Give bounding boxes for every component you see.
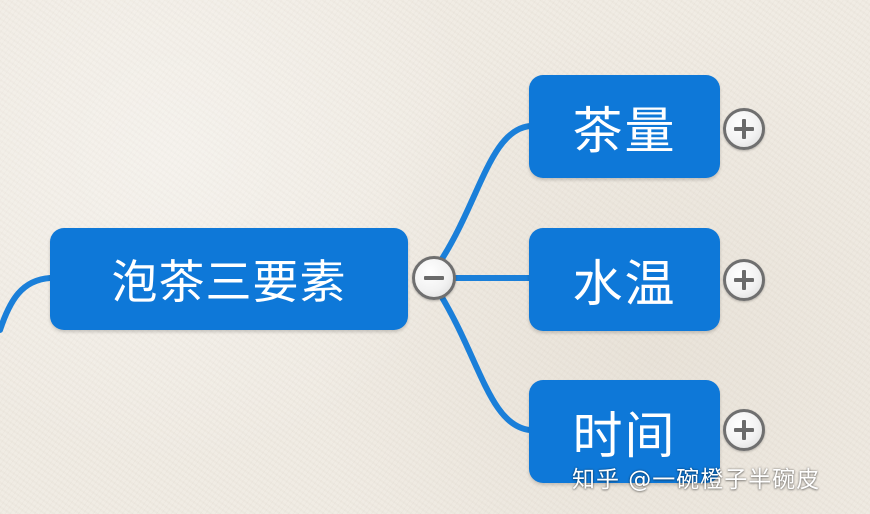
child-topic-label: 时间 [572,406,677,465]
plus-icon-vertical [742,420,746,440]
connector-central-to-child-1 [437,123,533,265]
central-topic-label: 泡茶三要素 [111,255,347,309]
watermark-text: 知乎 @一碗橙子半碗皮 [572,467,821,493]
plus-icon-vertical [742,119,746,139]
plus-icon-vertical [742,270,746,290]
child-topic-node[interactable]: 水温 [529,228,720,331]
central-topic-node[interactable]: 泡茶三要素 [50,228,408,330]
child-topic-label: 水温 [572,254,677,313]
collapse-toggle-minus-circle-icon[interactable] [412,256,456,300]
expand-toggle-plus-circle-icon[interactable] [723,259,765,301]
connector-central-to-child-3 [437,291,533,433]
expand-toggle-plus-circle-icon[interactable] [723,409,765,451]
child-topic-node[interactable]: 时间 [529,380,720,483]
child-topic-label: 茶量 [572,101,677,160]
minus-icon [424,276,444,280]
expand-toggle-plus-circle-icon[interactable] [723,108,765,150]
child-topic-node[interactable]: 茶量 [529,75,720,178]
connector-parent-to-central [0,275,53,333]
